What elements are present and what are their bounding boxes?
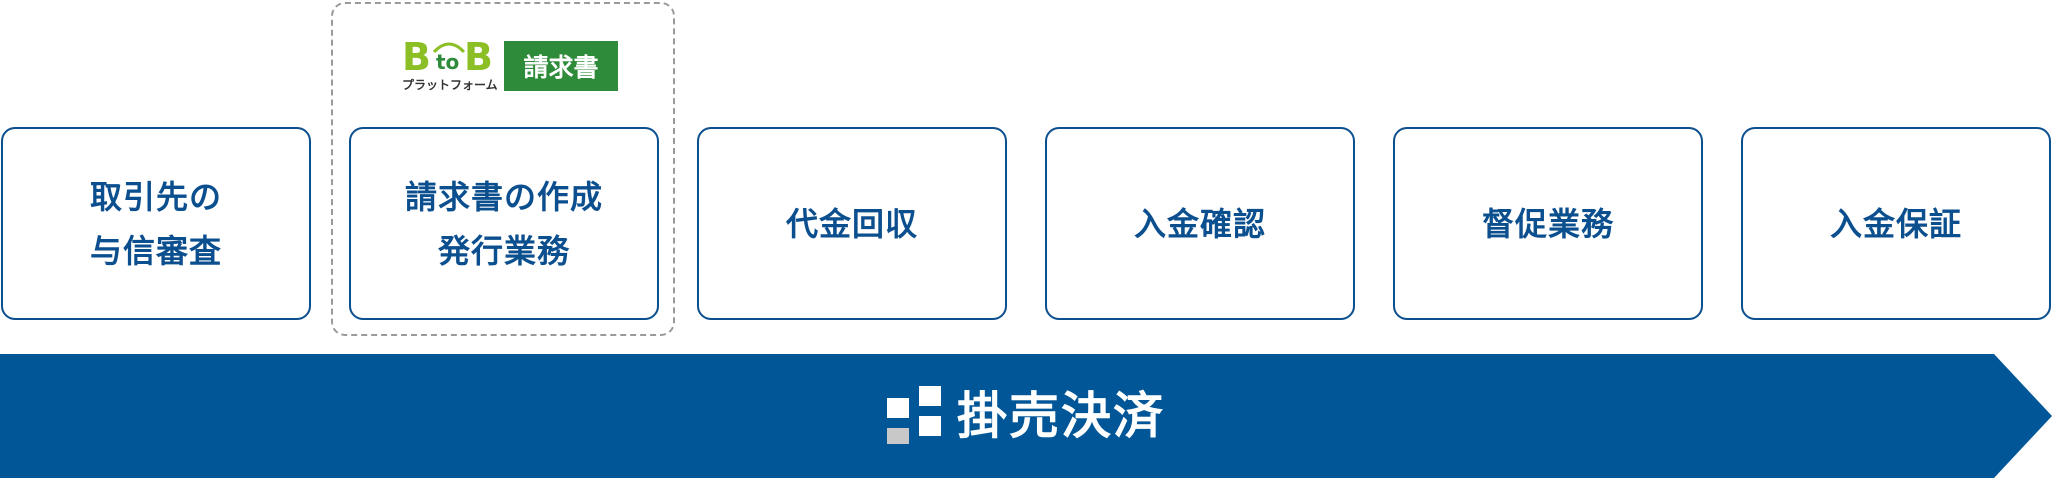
step-label: 入金保証 [1829,204,1962,243]
step-payment-guarantee: 入金保証 [1741,127,2051,320]
bto-b-highlight-frame [331,2,675,336]
step-label: 代金回収 [785,204,918,243]
brand-squares-icon [887,386,943,446]
logo-subtitle: プラットフォーム [402,78,498,92]
step-label: 請求書の作成 発行業務 [404,177,603,270]
step-dunning: 督促業務 [1393,127,1703,320]
step-label: 入金確認 [1133,204,1266,243]
step-payment-collection: 代金回収 [697,127,1007,320]
logo-badge: 請求書 [504,41,618,91]
step-label: 督促業務 [1481,204,1614,243]
banner-label: 掛売決済 [957,387,1165,445]
logo-b-left: B [402,35,431,79]
btob-platform-logo: B to B プラットフォーム 請求書 [402,38,618,94]
banner-arrow [0,354,2052,478]
step-credit-screening: 取引先の 与信審査 [1,127,311,320]
step-label: 取引先の 与信審査 [89,177,222,270]
logo-b-right: B [464,35,493,79]
step-payment-confirmation: 入金確認 [1045,127,1355,320]
banner-content: 掛売決済 [887,386,1165,446]
step-invoice-issuing: 請求書の作成 発行業務 [349,127,659,320]
logo-arc-icon [432,42,466,54]
btob-wordmark: B to B プラットフォーム [402,38,500,94]
logo-to: to [436,50,460,74]
